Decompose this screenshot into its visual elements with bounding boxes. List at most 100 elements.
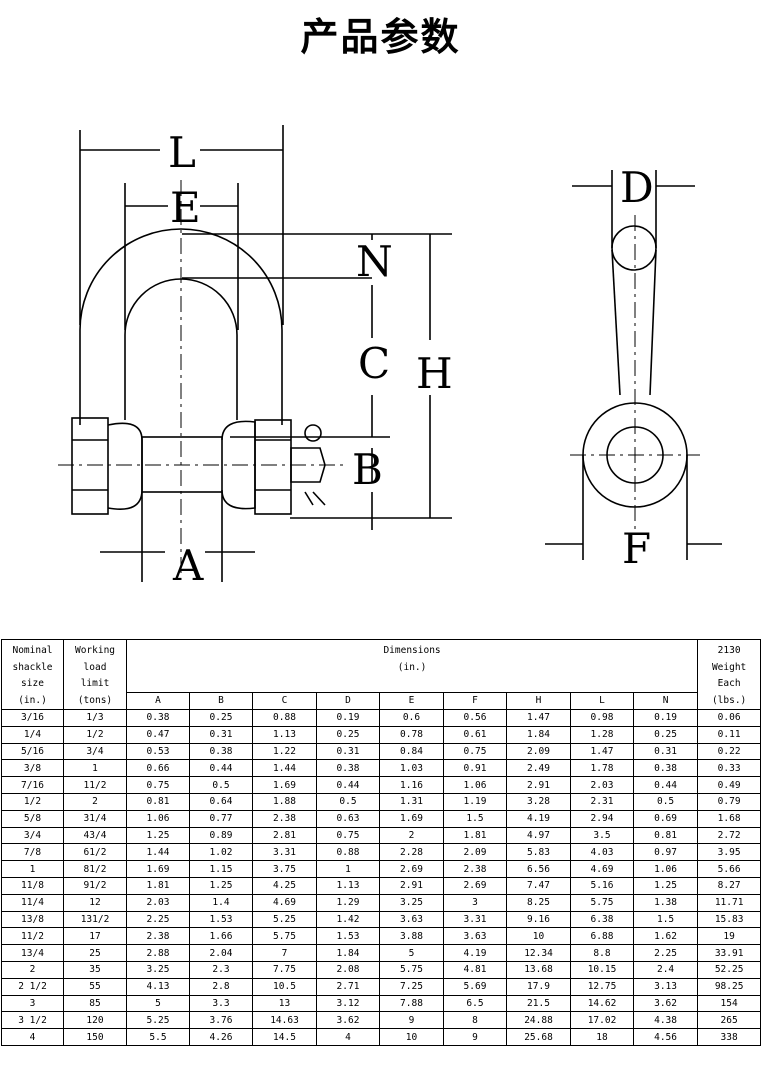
- shackle-front-view: [58, 125, 452, 582]
- table-cell: 7.75: [252, 960, 317, 979]
- table-cell: 1.25: [126, 826, 190, 845]
- table-cell: 14.5: [252, 1028, 317, 1046]
- table-cell: 81/2: [63, 860, 127, 878]
- table-cell: 8.8: [570, 944, 634, 962]
- table-cell: 0.6: [379, 709, 444, 727]
- table-cell: 2.88: [126, 944, 190, 962]
- dim-label-F: F: [622, 524, 651, 573]
- table-cell: 0.77: [189, 809, 253, 828]
- table-cell: 1.06: [443, 776, 507, 794]
- header-dim-C: C: [252, 691, 317, 711]
- table-cell: 4.81: [443, 960, 507, 979]
- table-cell: 1.13: [252, 725, 317, 744]
- table-cell: 11/2: [1, 927, 64, 946]
- table-cell: 2.09: [443, 843, 507, 862]
- table-cell: 1.13: [316, 876, 380, 895]
- table-cell: 0.31: [316, 742, 380, 761]
- table-cell: 0.19: [316, 709, 380, 727]
- table-cell: 8: [443, 1011, 507, 1030]
- table-cell: 0.38: [316, 759, 380, 778]
- pin-hole-top: [611, 225, 657, 271]
- table-cell: 11/4: [1, 893, 64, 912]
- table-cell: 4.69: [252, 893, 317, 912]
- shackle-technical-drawing: L E N C H B A D F: [58, 125, 722, 590]
- pin-head: [71, 417, 109, 515]
- page-title: 产品参数: [300, 15, 461, 59]
- table-cell: 15.83: [697, 910, 761, 929]
- table-cell: 2: [1, 960, 64, 979]
- table-cell: 8.27: [697, 876, 761, 895]
- table-cell: 2: [63, 792, 127, 811]
- table-cell: 3.3: [189, 994, 253, 1013]
- table-cell: 25.68: [506, 1028, 571, 1046]
- cotter-pin: [290, 447, 326, 483]
- table-cell: 0.56: [443, 709, 507, 727]
- dim-label-D: D: [620, 163, 654, 212]
- table-cell: 5.69: [443, 977, 507, 996]
- header-dim-A: A: [126, 691, 190, 711]
- table-cell: 0.66: [126, 759, 190, 778]
- dim-label-H: H: [416, 349, 453, 398]
- table-cell: 7: [252, 944, 317, 962]
- header-dimensions: Dimensions (in.): [125, 639, 699, 693]
- table-cell: 1.84: [506, 725, 571, 744]
- table-cell: 1.19: [443, 792, 507, 811]
- table-cell: 13/4: [1, 944, 64, 962]
- table-cell: 1/4: [1, 725, 64, 744]
- table-cell: 3.62: [632, 994, 699, 1013]
- table-cell: 5.66: [697, 860, 761, 878]
- table-cell: 8.25: [506, 893, 571, 912]
- table-cell: 10: [506, 927, 571, 946]
- shackle-side-view: [545, 170, 722, 560]
- table-cell: 2.38: [252, 809, 317, 828]
- table-cell: 1.03: [379, 759, 444, 778]
- header-dim-D: D: [316, 691, 380, 711]
- table-cell: 2.3: [189, 960, 253, 979]
- table-cell: 2.09: [506, 742, 571, 761]
- dim-label-C: C: [358, 339, 390, 388]
- table-cell: 0.75: [316, 826, 380, 845]
- table-cell: 1.44: [252, 759, 317, 778]
- table-cell: 3.63: [379, 910, 444, 929]
- table-cell: 2.91: [506, 776, 571, 794]
- table-cell: 5/8: [1, 809, 64, 828]
- table-cell: 1.5: [443, 809, 507, 828]
- table-cell: 55: [63, 977, 127, 996]
- table-cell: 0.38: [189, 742, 253, 761]
- table-cell: 0.44: [316, 776, 380, 794]
- table-cell: 12.34: [506, 944, 571, 962]
- header-dim-F: F: [443, 691, 507, 711]
- table-cell: 11.71: [697, 893, 761, 912]
- table-cell: 3.12: [316, 994, 380, 1013]
- table-cell: 1.69: [252, 776, 317, 794]
- table-cell: 0.88: [316, 843, 380, 862]
- table-cell: 3.13: [632, 977, 699, 996]
- table-cell: 338: [697, 1028, 761, 1046]
- table-cell: 2.31: [570, 792, 634, 811]
- table-cell: 61/2: [63, 843, 127, 862]
- table-cell: 0.75: [126, 776, 190, 794]
- table-cell: 1.06: [126, 809, 190, 828]
- table-cell: 0.75: [443, 742, 507, 761]
- table-subheader-row: A B C D E F H L N: [2, 691, 761, 711]
- table-cell: 0.49: [697, 776, 761, 794]
- table-cell: 2.04: [189, 944, 253, 962]
- table-cell: 3.28: [506, 792, 571, 811]
- table-cell: 1.78: [570, 759, 634, 778]
- table-cell: 17: [63, 927, 127, 946]
- table-cell: 4.69: [570, 860, 634, 878]
- table-cell: 1.69: [379, 809, 444, 828]
- dim-label-N: N: [356, 237, 393, 286]
- table-cell: 24.88: [506, 1011, 571, 1030]
- table-cell: 1.5: [632, 910, 699, 929]
- table-cell: 0.98: [570, 709, 634, 727]
- table-cell: 98.25: [697, 977, 761, 996]
- table-cell: 4: [316, 1028, 380, 1046]
